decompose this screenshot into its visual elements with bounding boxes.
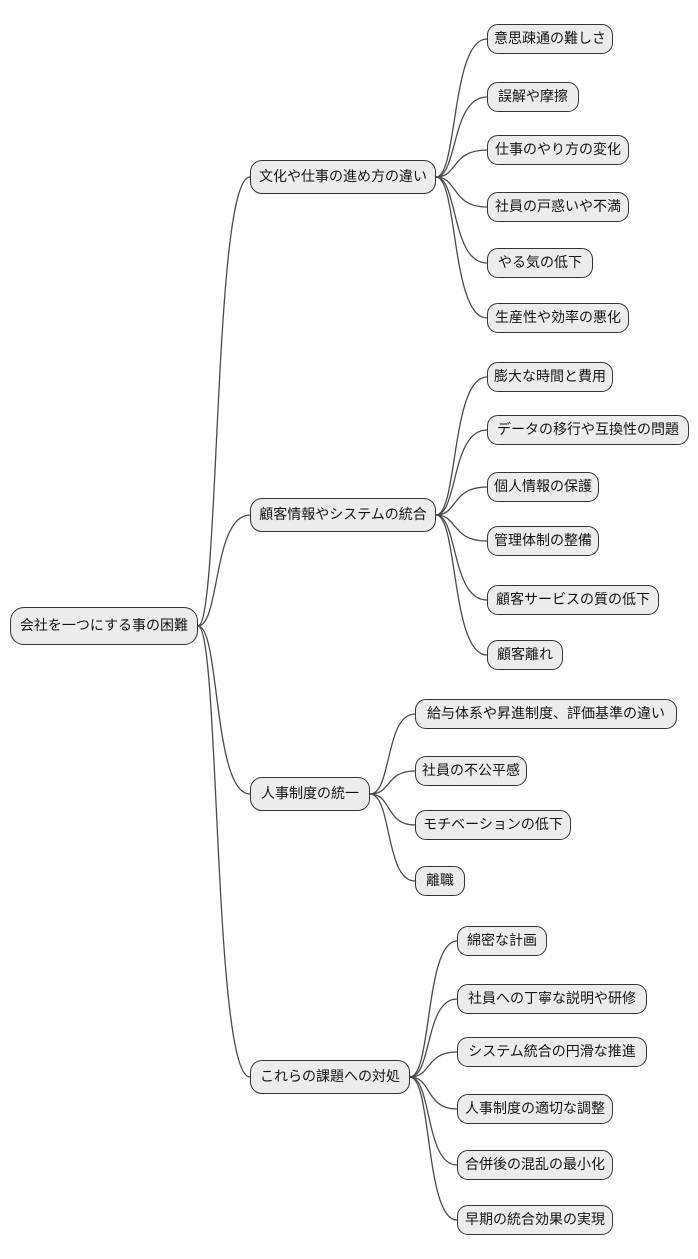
- edge-branch-4-leaf-6: [409, 1076, 458, 1221]
- edge-branch-2-leaf-4: [435, 514, 488, 542]
- node-leaf-3-3: モチベーションの低下: [415, 810, 571, 840]
- edge-branch-1-leaf-4: [435, 176, 488, 208]
- edge-branch-1-leaf-2: [435, 96, 488, 178]
- node-leaf-2-3: 個人情報の保護: [487, 472, 599, 502]
- edge-branch-3-leaf-4: [369, 793, 416, 882]
- node-leaf-1-2: 誤解や摩擦: [487, 82, 579, 112]
- node-leaf-1-5: やる気の低下: [487, 248, 593, 278]
- edge-root-branch-4: [197, 625, 251, 1078]
- node-root: 会社を一つにする事の困難: [10, 607, 198, 645]
- edge-branch-4-leaf-4: [409, 1076, 458, 1110]
- node-leaf-4-1: 綿密な計画: [457, 926, 547, 956]
- node-leaf-4-5: 合併後の混乱の最小化: [457, 1150, 613, 1180]
- node-leaf-2-1: 膨大な時間と費用: [487, 362, 613, 392]
- edge-root-branch-1: [197, 176, 251, 627]
- edge-branch-4-leaf-5: [409, 1076, 458, 1166]
- edge-branch-2-leaf-1: [435, 376, 488, 516]
- node-leaf-1-1: 意思疎通の難しさ: [487, 24, 613, 54]
- node-leaf-3-4: 離職: [415, 866, 465, 896]
- node-branch-1: 文化や仕事の進め方の違い: [250, 160, 436, 194]
- edge-branch-1-leaf-5: [435, 176, 488, 264]
- node-branch-2: 顧客情報やシステムの統合: [250, 498, 436, 532]
- edge-root-branch-3: [197, 625, 251, 795]
- node-leaf-2-6: 顧客離れ: [487, 640, 563, 670]
- node-leaf-1-6: 生産性や効率の悪化: [487, 303, 629, 333]
- edge-branch-2-leaf-3: [435, 486, 488, 516]
- edge-branch-4-leaf-2: [409, 998, 458, 1078]
- node-leaf-3-1: 給与体系や昇進制度、評価基準の違い: [415, 699, 677, 729]
- node-leaf-4-3: システム統合の円滑な推進: [457, 1037, 647, 1067]
- edge-root-branch-2: [197, 514, 251, 627]
- node-branch-4: これらの課題への対処: [250, 1060, 410, 1094]
- edge-branch-1-leaf-6: [435, 176, 488, 319]
- node-leaf-2-2: データの移行や互換性の問題: [487, 415, 689, 445]
- node-leaf-4-6: 早期の統合効果の実現: [457, 1205, 613, 1235]
- node-leaf-2-5: 顧客サービスの質の低下: [487, 585, 659, 615]
- edge-branch-4-leaf-1: [409, 940, 458, 1078]
- node-leaf-4-2: 社員への丁寧な説明や研修: [457, 984, 647, 1014]
- node-leaf-1-4: 社員の戸惑いや不満: [487, 192, 629, 222]
- node-branch-3: 人事制度の統一: [250, 777, 370, 811]
- node-leaf-3-2: 社員の不公平感: [415, 756, 527, 786]
- edge-branch-1-leaf-3: [435, 149, 488, 178]
- edge-branch-3-leaf-1: [369, 713, 416, 795]
- edge-branch-3-leaf-2: [369, 770, 416, 795]
- edge-branch-2-leaf-6: [435, 514, 488, 656]
- edge-branch-2-leaf-2: [435, 429, 488, 516]
- node-leaf-4-4: 人事制度の適切な調整: [457, 1094, 613, 1124]
- node-leaf-1-3: 仕事のやり方の変化: [487, 135, 629, 165]
- edge-branch-3-leaf-3: [369, 793, 416, 826]
- edge-branch-2-leaf-5: [435, 514, 488, 601]
- edge-branch-1-leaf-1: [435, 38, 488, 178]
- node-leaf-2-4: 管理体制の整備: [487, 526, 599, 556]
- edge-branch-4-leaf-3: [409, 1051, 458, 1078]
